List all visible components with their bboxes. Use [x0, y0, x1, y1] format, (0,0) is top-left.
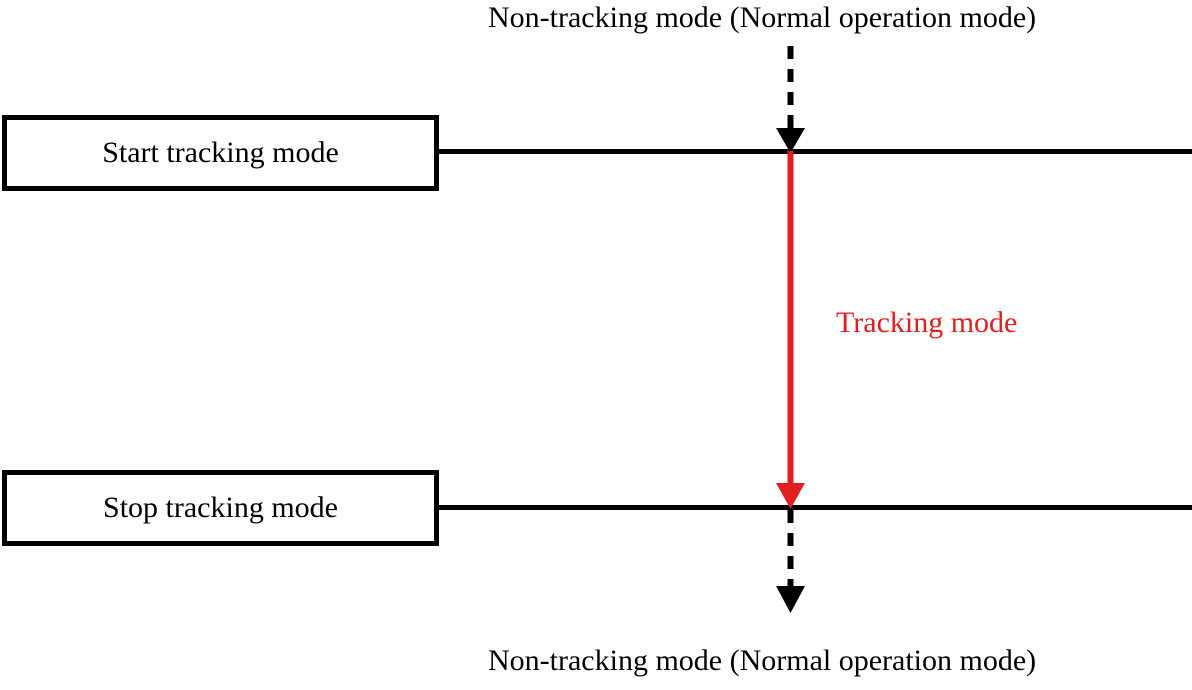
exit-tracking-arrow: [776, 510, 805, 613]
tracking-mode-label: Tracking mode: [836, 306, 1018, 339]
start-tracking-mode-label: Start tracking mode: [102, 136, 339, 169]
bottom-mode-label: Non-tracking mode (Normal operation mode…: [488, 644, 1037, 677]
stop-tracking-mode-box: Stop tracking mode: [2, 470, 439, 546]
top-mode-label: Non-tracking mode (Normal operation mode…: [488, 1, 1037, 34]
exit-tracking-arrowhead: [776, 586, 805, 613]
start-tracking-timeline: [437, 149, 1192, 154]
stop-tracking-mode-label: Stop tracking mode: [103, 491, 338, 524]
stop-tracking-timeline: [437, 505, 1192, 510]
tracking-span-arrow: [776, 151, 805, 509]
start-tracking-mode-box: Start tracking mode: [2, 115, 439, 191]
enter-tracking-arrow: [776, 46, 805, 153]
